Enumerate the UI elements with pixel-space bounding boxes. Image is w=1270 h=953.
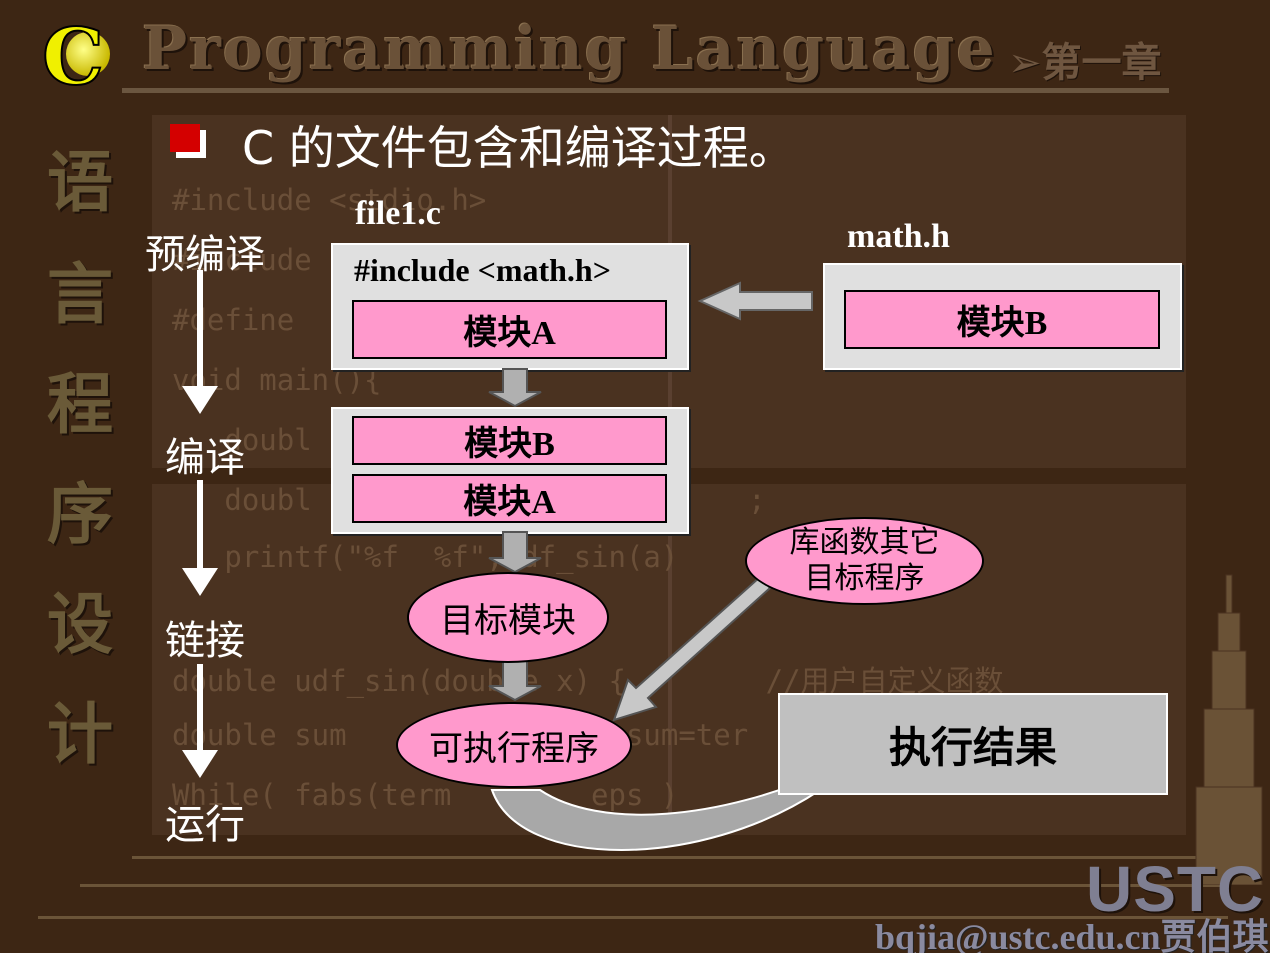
arrow-diagonal-icon <box>612 575 772 722</box>
side-title-char: 言 <box>47 256 113 333</box>
result-box: 执行结果 <box>778 693 1168 795</box>
side-title-char: 设 <box>47 586 113 663</box>
slide-heading: C 的文件包含和编译过程。 <box>242 121 795 175</box>
executable-node: 可执行程序 <box>396 702 632 788</box>
bullet-icon <box>170 124 200 152</box>
c-logo-icon: C <box>41 14 110 90</box>
stage-arrow-line <box>197 480 203 572</box>
arrow-down-icon <box>488 531 542 574</box>
side-title-char: 语 <box>47 144 113 221</box>
arrow-down-icon <box>182 568 218 596</box>
arrow-down-icon <box>182 386 218 414</box>
footer-rule <box>80 884 1230 887</box>
background-code-line: While( fabs(term eps ) <box>172 778 679 812</box>
background-code-line: #include <stdio.h> <box>172 183 487 217</box>
arrow-down-icon <box>488 659 542 702</box>
background-code-line: double sum sum=ter <box>172 718 749 752</box>
stage-arrow-line <box>197 270 203 390</box>
arrow-down-icon <box>182 750 218 778</box>
library-node: 库函数其它 目标程序 <box>745 517 984 605</box>
footer-rule <box>38 916 1228 919</box>
arrow-down-icon <box>488 368 542 408</box>
tower-icon <box>1195 574 1263 885</box>
background-code-line: void main(){ <box>172 363 382 397</box>
background-code-line: doubl <box>172 423 312 457</box>
math-h-label: math.h <box>847 218 950 255</box>
background-code-line: #include <box>172 243 312 277</box>
file1-label: file1.c <box>355 195 441 232</box>
footer-contact: bqjia@ustc.edu.cn贾伯琪 <box>875 917 1269 953</box>
ustc-logo: USTC <box>1086 853 1265 925</box>
side-title-char: 计 <box>47 696 113 773</box>
stage-link: 链接 <box>165 618 245 664</box>
arrow-left-icon <box>697 281 813 321</box>
background-code-line: printf("%f %f",udf_sin(a) <box>172 540 679 574</box>
logo-letter: C <box>42 14 104 90</box>
library-line-1: 库函数其它 <box>789 525 940 560</box>
compiled-module-a: 模块A <box>352 474 667 523</box>
side-title-char: 序 <box>47 476 113 553</box>
compiled-module-b: 模块B <box>352 416 667 465</box>
footer-rule <box>132 856 1232 859</box>
library-line-2: 目标程序 <box>804 561 925 596</box>
chapter-label: ➢第一章 <box>1008 40 1162 86</box>
stage-compile: 编译 <box>165 435 245 481</box>
background-code-line: doubl ; <box>224 483 766 517</box>
object-module-node: 目标模块 <box>407 572 609 663</box>
file1-module-a: 模块A <box>352 300 667 359</box>
stage-arrow-line <box>197 664 203 754</box>
stage-precompile: 预编译 <box>145 232 265 278</box>
side-title-char: 程 <box>47 366 113 443</box>
math-h-module-b: 模块B <box>844 290 1160 349</box>
include-directive: #include <math.h> <box>354 252 611 288</box>
stage-run: 运行 <box>165 802 245 848</box>
background-code-line: double udf_sin(double x) { //用户自定义函数 <box>172 664 1004 698</box>
page-title: Programming Language <box>142 14 997 84</box>
header-divider <box>122 88 1169 93</box>
